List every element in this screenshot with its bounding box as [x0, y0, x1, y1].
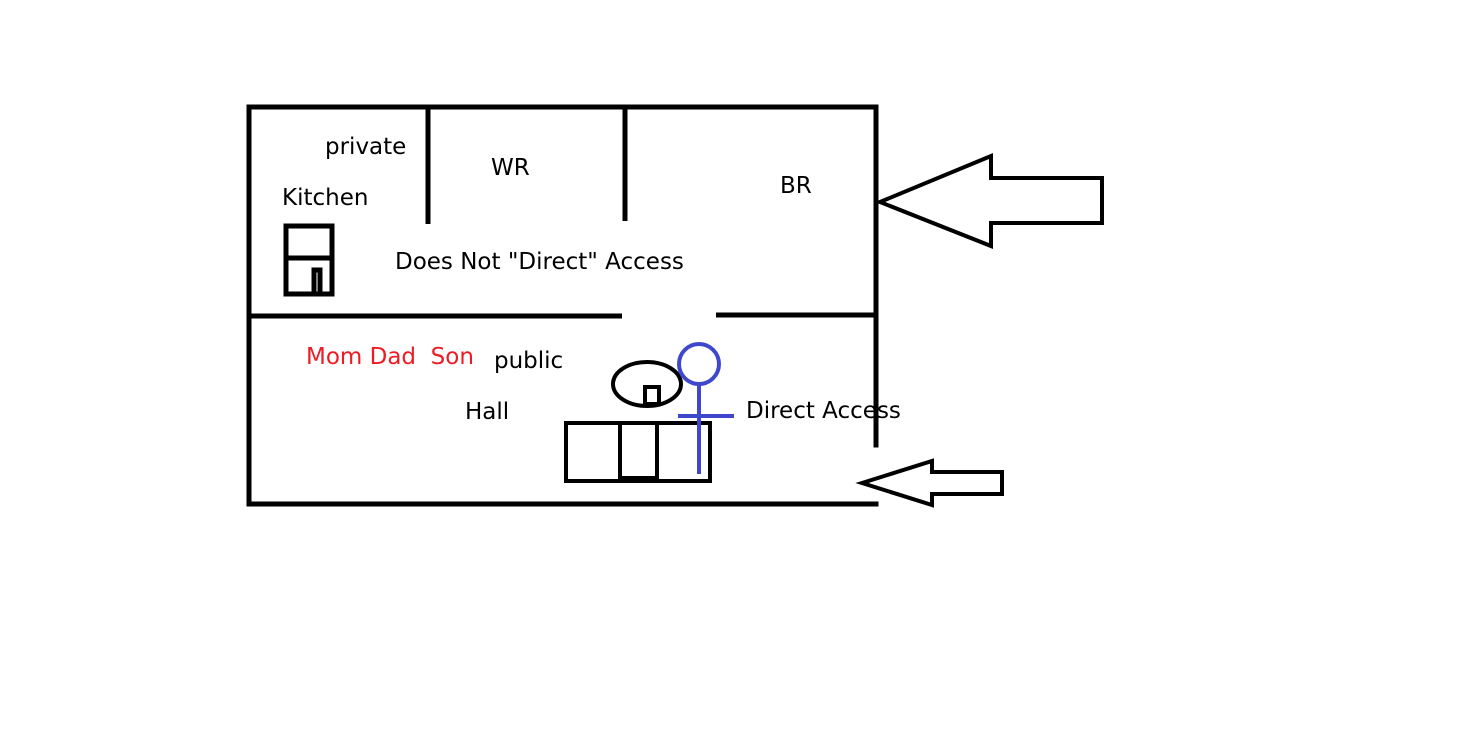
label-wr: WR	[491, 155, 530, 181]
interior-walls	[249, 107, 876, 319]
label-br: BR	[780, 173, 812, 199]
arrow-upper-icon	[874, 153, 1104, 249]
label-private: private	[325, 134, 406, 160]
label-kitchen: Kitchen	[282, 185, 368, 211]
person-figure-icon	[677, 342, 734, 474]
table-chair-icon	[611, 360, 683, 408]
couch-icon	[564, 421, 712, 483]
label-no-direct-access: Does Not "Direct" Access	[395, 249, 684, 275]
kitchen-appliance-icon	[283, 223, 335, 297]
label-direct-access: Direct Access	[746, 398, 901, 424]
label-public: public	[494, 348, 563, 374]
outer-walls	[246, 104, 879, 507]
label-hall: Hall	[465, 399, 509, 425]
arrow-lower-icon	[855, 458, 1004, 508]
label-people: Mom Dad Son	[306, 344, 474, 370]
